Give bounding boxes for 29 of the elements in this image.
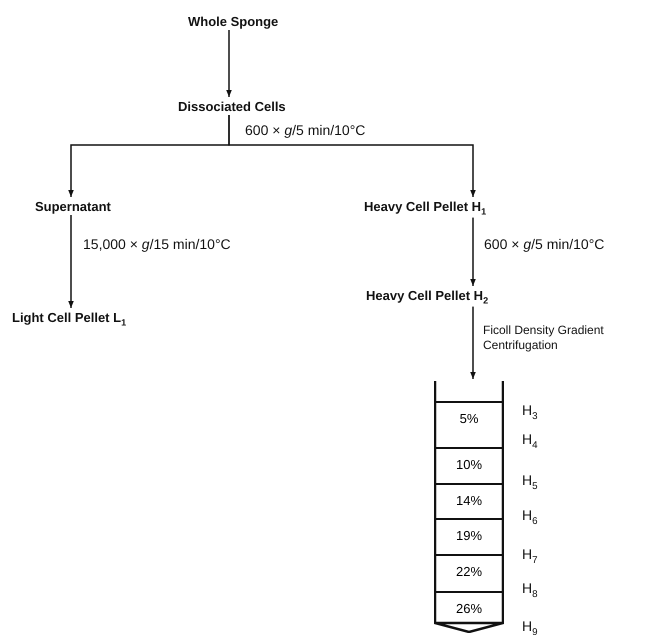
fraction-label: H$_{4}$	[522, 431, 538, 451]
gradient-layer: 5%	[434, 401, 504, 447]
fraction-label: H$_{8}$	[522, 580, 538, 600]
gradient-layer: 26%	[434, 591, 504, 623]
sample-label: Light Cell Pellet L$_{1}$	[12, 310, 126, 328]
fraction-label: H$_{3}$	[522, 402, 538, 422]
fraction-label: H$_{9}$	[522, 618, 538, 635]
sample-label: Dissociated Cells	[178, 99, 286, 114]
fraction-label: H$_{7}$	[522, 546, 538, 566]
sample-label: Supernatant	[35, 199, 111, 214]
fraction-label: H$_{6}$	[522, 507, 538, 527]
edge-label: 600 × g/5 min/10°C	[484, 236, 604, 252]
edge-label: 15,000 × g/15 min/10°C	[83, 236, 231, 252]
arrow	[470, 218, 476, 286]
sample-label: Whole Sponge	[188, 14, 278, 29]
gradient-layer: 22%	[434, 554, 504, 591]
edge-label: 600 × g/5 min/10°C	[245, 122, 366, 138]
arrow	[226, 30, 232, 97]
fraction-label: H$_{5}$	[522, 472, 538, 492]
gradient-layer: 19%	[434, 518, 504, 554]
arrow	[228, 115, 476, 197]
edge-label: Ficoll Density Gradient Centrifugation	[483, 323, 605, 353]
gradient-layer: 10%	[434, 447, 504, 483]
centrifuge-tube-drawing	[434, 381, 504, 633]
arrow	[470, 306, 476, 379]
sample-label: Heavy Cell Pellet H$_{2}$	[366, 288, 488, 306]
sample-label: Heavy Cell Pellet H$_{1}$	[364, 199, 486, 217]
gradient-layer: 14%	[434, 483, 504, 518]
arrow	[68, 215, 74, 308]
